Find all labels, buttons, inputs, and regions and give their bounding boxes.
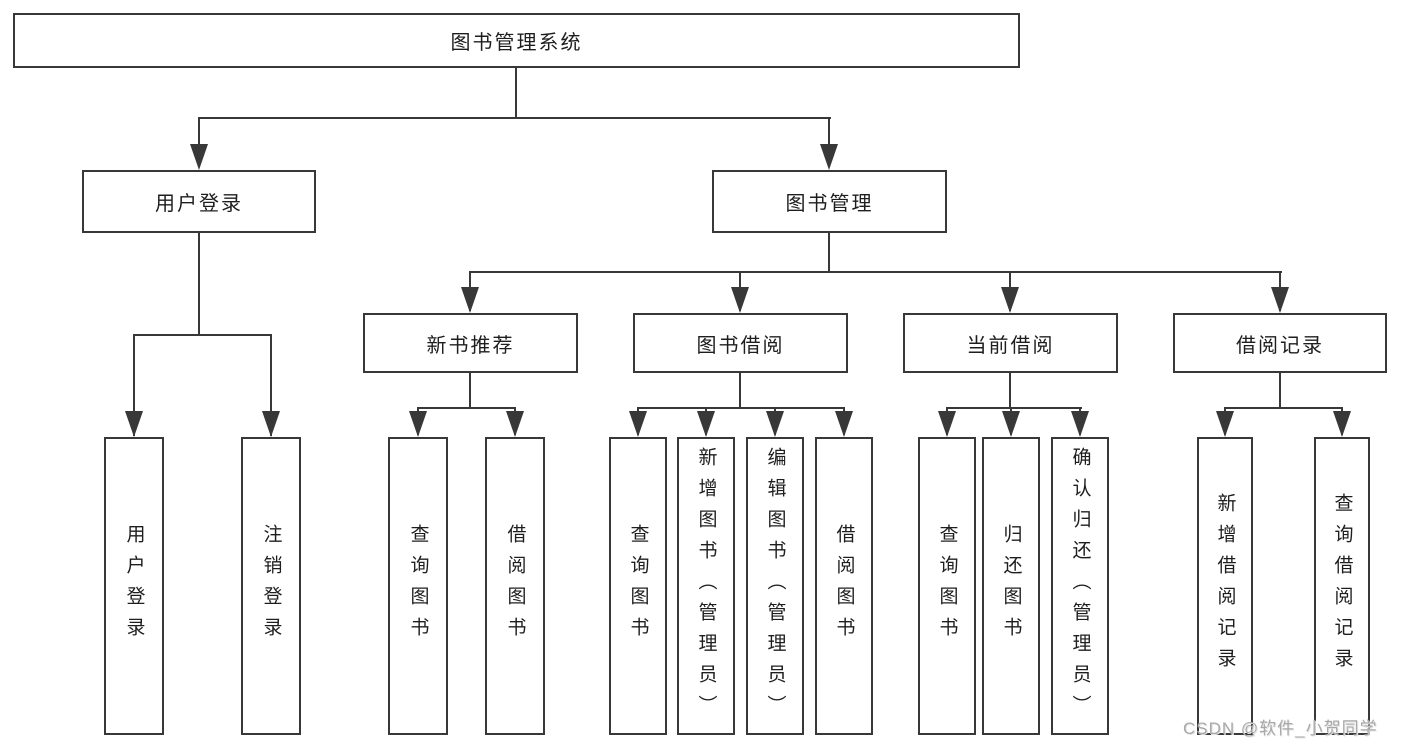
node-label: 确认归还（管理员） [1069,446,1091,726]
connector-current-borrowing-stem [1009,373,1011,409]
node-label: 借阅记录 [1236,334,1324,357]
arrow-down-icon [262,411,280,437]
arrow-down-icon [1001,287,1019,313]
node-leaf-query-book: 查询图书 [388,437,448,735]
node-book-borrowing: 图书借阅 [633,313,848,373]
node-label: 图书管理 [785,193,874,215]
node-borrowing-records: 借阅记录 [1173,313,1387,373]
node-label: 查询借阅记录 [1331,493,1353,679]
connector-borrowing-records-stem [1279,373,1281,409]
node-label: 用户登录 [123,524,145,648]
node-leaf-query-book: 查询图书 [918,437,976,735]
connector-book-borrowing-rail [637,407,845,409]
connector-drop [270,334,272,436]
node-library-management-system: 图书管理系统 [13,13,1020,68]
arrow-down-icon [820,144,838,170]
node-leaf-user-login: 用户登录 [104,437,164,735]
node-current-borrowing: 当前借阅 [903,313,1118,373]
node-leaf-edit-book-admin: 编辑图书（管理员） [746,437,804,735]
connector-new-book-rail [417,407,516,409]
node-leaf-add-borrow-record: 新增借阅记录 [1197,437,1253,735]
connector-root-rail [198,117,831,119]
connector-drop-book-management [828,117,830,147]
connector-book-management-rail [469,271,1282,273]
node-label: 编辑图书（管理员） [764,446,786,726]
connector-drop [133,334,135,436]
connector-borrowing-records-rail [1224,407,1343,409]
node-label: 查询图书 [627,524,649,648]
node-leaf-borrow-book: 借阅图书 [485,437,545,735]
node-label: 当前借阅 [966,334,1055,357]
node-label: 归还图书 [1000,524,1022,648]
arrow-down-icon [938,411,956,437]
arrow-down-icon [1002,411,1020,437]
node-leaf-add-book-admin: 新增图书（管理员） [677,437,735,735]
node-label: 用户登录 [155,193,243,215]
arrow-down-icon [125,411,143,437]
node-leaf-query-borrow-record: 查询借阅记录 [1314,437,1370,735]
arrow-down-icon [190,144,208,170]
node-label: 借阅图书 [504,524,526,648]
node-leaf-borrow-book: 借阅图书 [815,437,873,735]
arrow-down-icon [1071,411,1089,437]
node-leaf-logout: 注销登录 [241,437,301,735]
connector-current-borrowing-rail [946,407,1082,409]
arrow-down-icon [766,411,784,437]
connector-root-stem [515,68,517,118]
arrow-down-icon [697,411,715,437]
node-label: 借阅图书 [833,524,855,648]
node-label: 新增图书（管理员） [695,446,717,726]
arrow-down-icon [731,287,749,313]
node-label: 图书借阅 [696,334,785,357]
arrow-down-icon [835,411,853,437]
connector-user-login-rail [133,334,272,336]
node-leaf-confirm-return-admin: 确认归还（管理员） [1051,437,1109,735]
connector-user-login-stem [198,233,200,336]
watermark: CSDN @软件_小贺同学 [1183,719,1378,738]
arrow-down-icon [506,411,524,437]
connector-drop-user-login [198,117,200,147]
node-label: 新书推荐 [426,334,515,357]
connector-book-management-stem [828,233,830,273]
node-label: 查询图书 [407,524,429,648]
node-user-login: 用户登录 [82,170,316,233]
node-label: 查询图书 [936,524,958,648]
arrow-down-icon [1333,411,1351,437]
node-label: 图书管理系统 [450,32,583,54]
node-label: 新增借阅记录 [1214,493,1236,679]
node-label: 注销登录 [260,524,282,648]
arrow-down-icon [1271,287,1289,313]
connector-book-borrowing-stem [739,373,741,409]
arrow-down-icon [409,411,427,437]
node-leaf-return-book: 归还图书 [982,437,1040,735]
node-leaf-query-book: 查询图书 [609,437,667,735]
connector-new-book-stem [469,373,471,409]
node-book-management: 图书管理 [712,170,947,233]
node-new-book-recommend: 新书推荐 [363,313,578,373]
arrow-down-icon [629,411,647,437]
arrow-down-icon [1216,411,1234,437]
arrow-down-icon [461,287,479,313]
